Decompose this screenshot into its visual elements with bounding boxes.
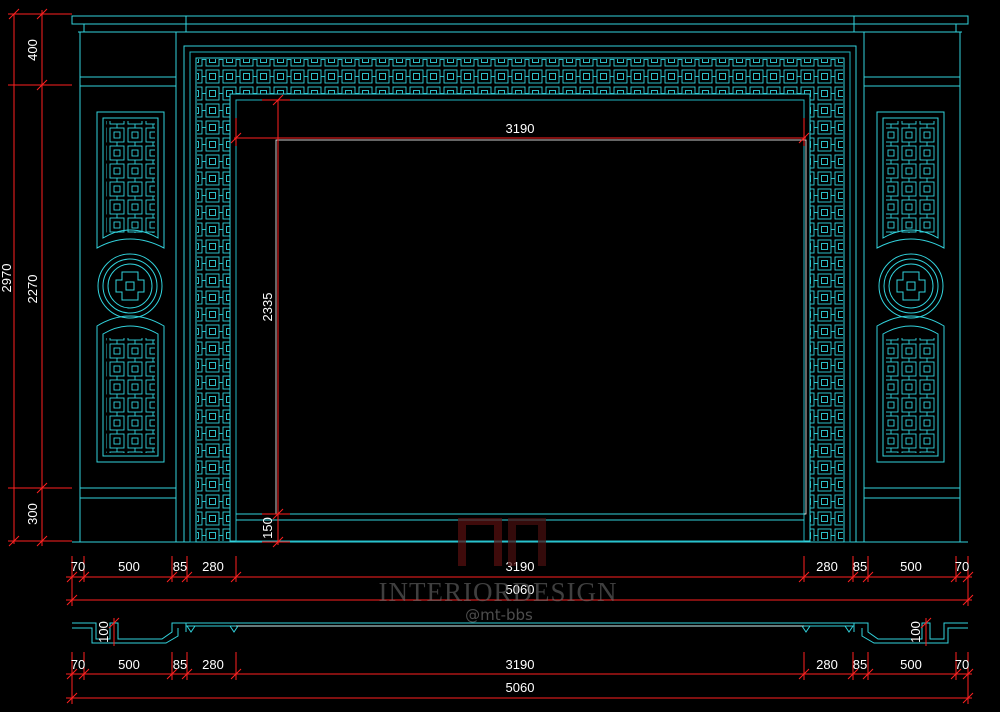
plan-dimension-labels: 70 500 85 280 3190 280 85 500 70 5060 (71, 657, 969, 695)
plan-dimension-lines (66, 652, 974, 704)
dim-segment: 85 (173, 657, 187, 672)
dim-segment: 280 (202, 657, 224, 672)
plan-depth-dimension-lines (108, 617, 932, 646)
dim-segment: 280 (816, 657, 838, 672)
watermark-logo-icon (458, 518, 546, 566)
inner-dimension-lines (230, 94, 810, 548)
dim-segment: 500 (118, 559, 140, 574)
dim-plan-depth-left: 100 (96, 621, 111, 643)
elevation-outline (71, 15, 969, 543)
right-upper-lattice-panel (876, 111, 945, 249)
watermark-subtitle: @mt-bbs (465, 606, 533, 624)
dim-sill-height: 150 (260, 517, 275, 539)
left-round-lattice (97, 253, 163, 319)
dim-total-height: 2970 (0, 264, 14, 293)
dim-segment: 500 (118, 657, 140, 672)
dim-opening-height: 2335 (260, 293, 275, 322)
dim-total-width: 5060 (506, 582, 535, 597)
dim-middle-height: 2270 (25, 275, 40, 304)
dim-plan-total-width: 5060 (506, 680, 535, 695)
dim-segment: 85 (853, 559, 867, 574)
dim-segment: 70 (955, 657, 969, 672)
plan-section-outline (72, 622, 968, 644)
watermark-title: INTERIORDESIGN (379, 577, 618, 607)
dim-top-band: 400 (25, 39, 40, 61)
elevation-dimension-lines (66, 556, 974, 606)
dim-segment: 3190 (506, 657, 535, 672)
watermark: INTERIORDESIGN @mt-bbs (379, 518, 618, 624)
dim-segment: 500 (900, 559, 922, 574)
right-lower-lattice-panel (876, 315, 945, 463)
dim-segment: 70 (71, 657, 85, 672)
dim-segment: 500 (900, 657, 922, 672)
left-lower-lattice-panel (96, 315, 165, 463)
dim-segment: 70 (71, 559, 85, 574)
dim-segment: 280 (202, 559, 224, 574)
dim-bottom-band: 300 (25, 503, 40, 525)
dim-opening-width: 3190 (506, 121, 535, 136)
dim-segment: 70 (955, 559, 969, 574)
left-upper-lattice-panel (96, 111, 165, 249)
dim-segment: 85 (173, 559, 187, 574)
left-dimension-lines (8, 8, 72, 547)
dim-segment: 85 (853, 657, 867, 672)
tv-frame-outline (275, 139, 807, 515)
right-round-lattice (878, 253, 944, 319)
dim-segment: 280 (816, 559, 838, 574)
dim-plan-depth-right: 100 (908, 621, 923, 643)
right-pilaster (863, 31, 961, 543)
